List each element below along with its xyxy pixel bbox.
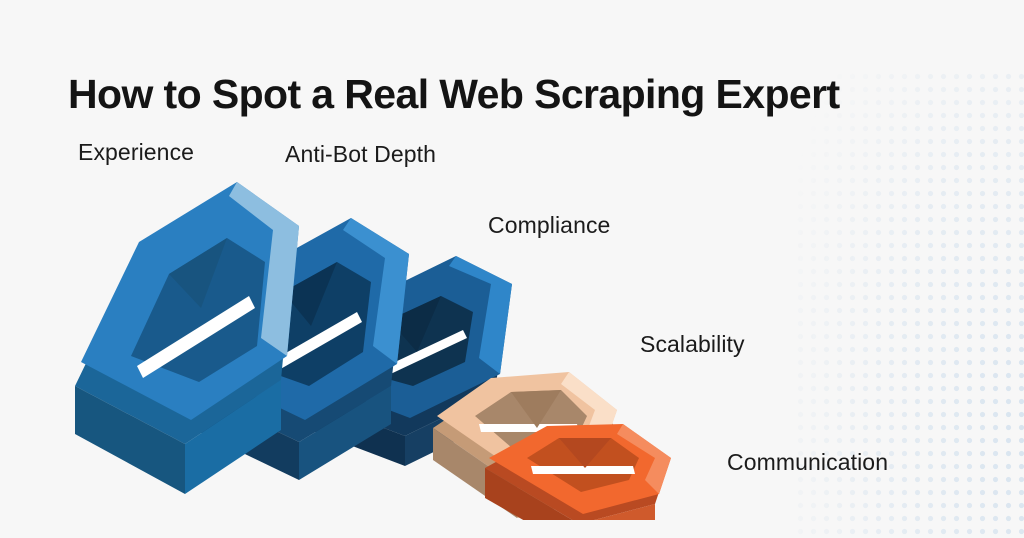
pillar-label-anti-bot-depth: Anti-Bot Depth	[285, 141, 436, 167]
page-title: How to Spot a Real Web Scraping Expert	[68, 71, 840, 118]
pillar-label-compliance: Compliance	[488, 212, 611, 238]
hex-rings-illustration	[75, 182, 671, 520]
pillar-label-communication: Communication	[727, 449, 889, 475]
pillar-label-scalability: Scalability	[640, 331, 745, 357]
hex-ring-communication	[485, 424, 671, 520]
pillar-label-experience: Experience	[78, 139, 195, 165]
hex-ring-experience	[75, 182, 299, 494]
